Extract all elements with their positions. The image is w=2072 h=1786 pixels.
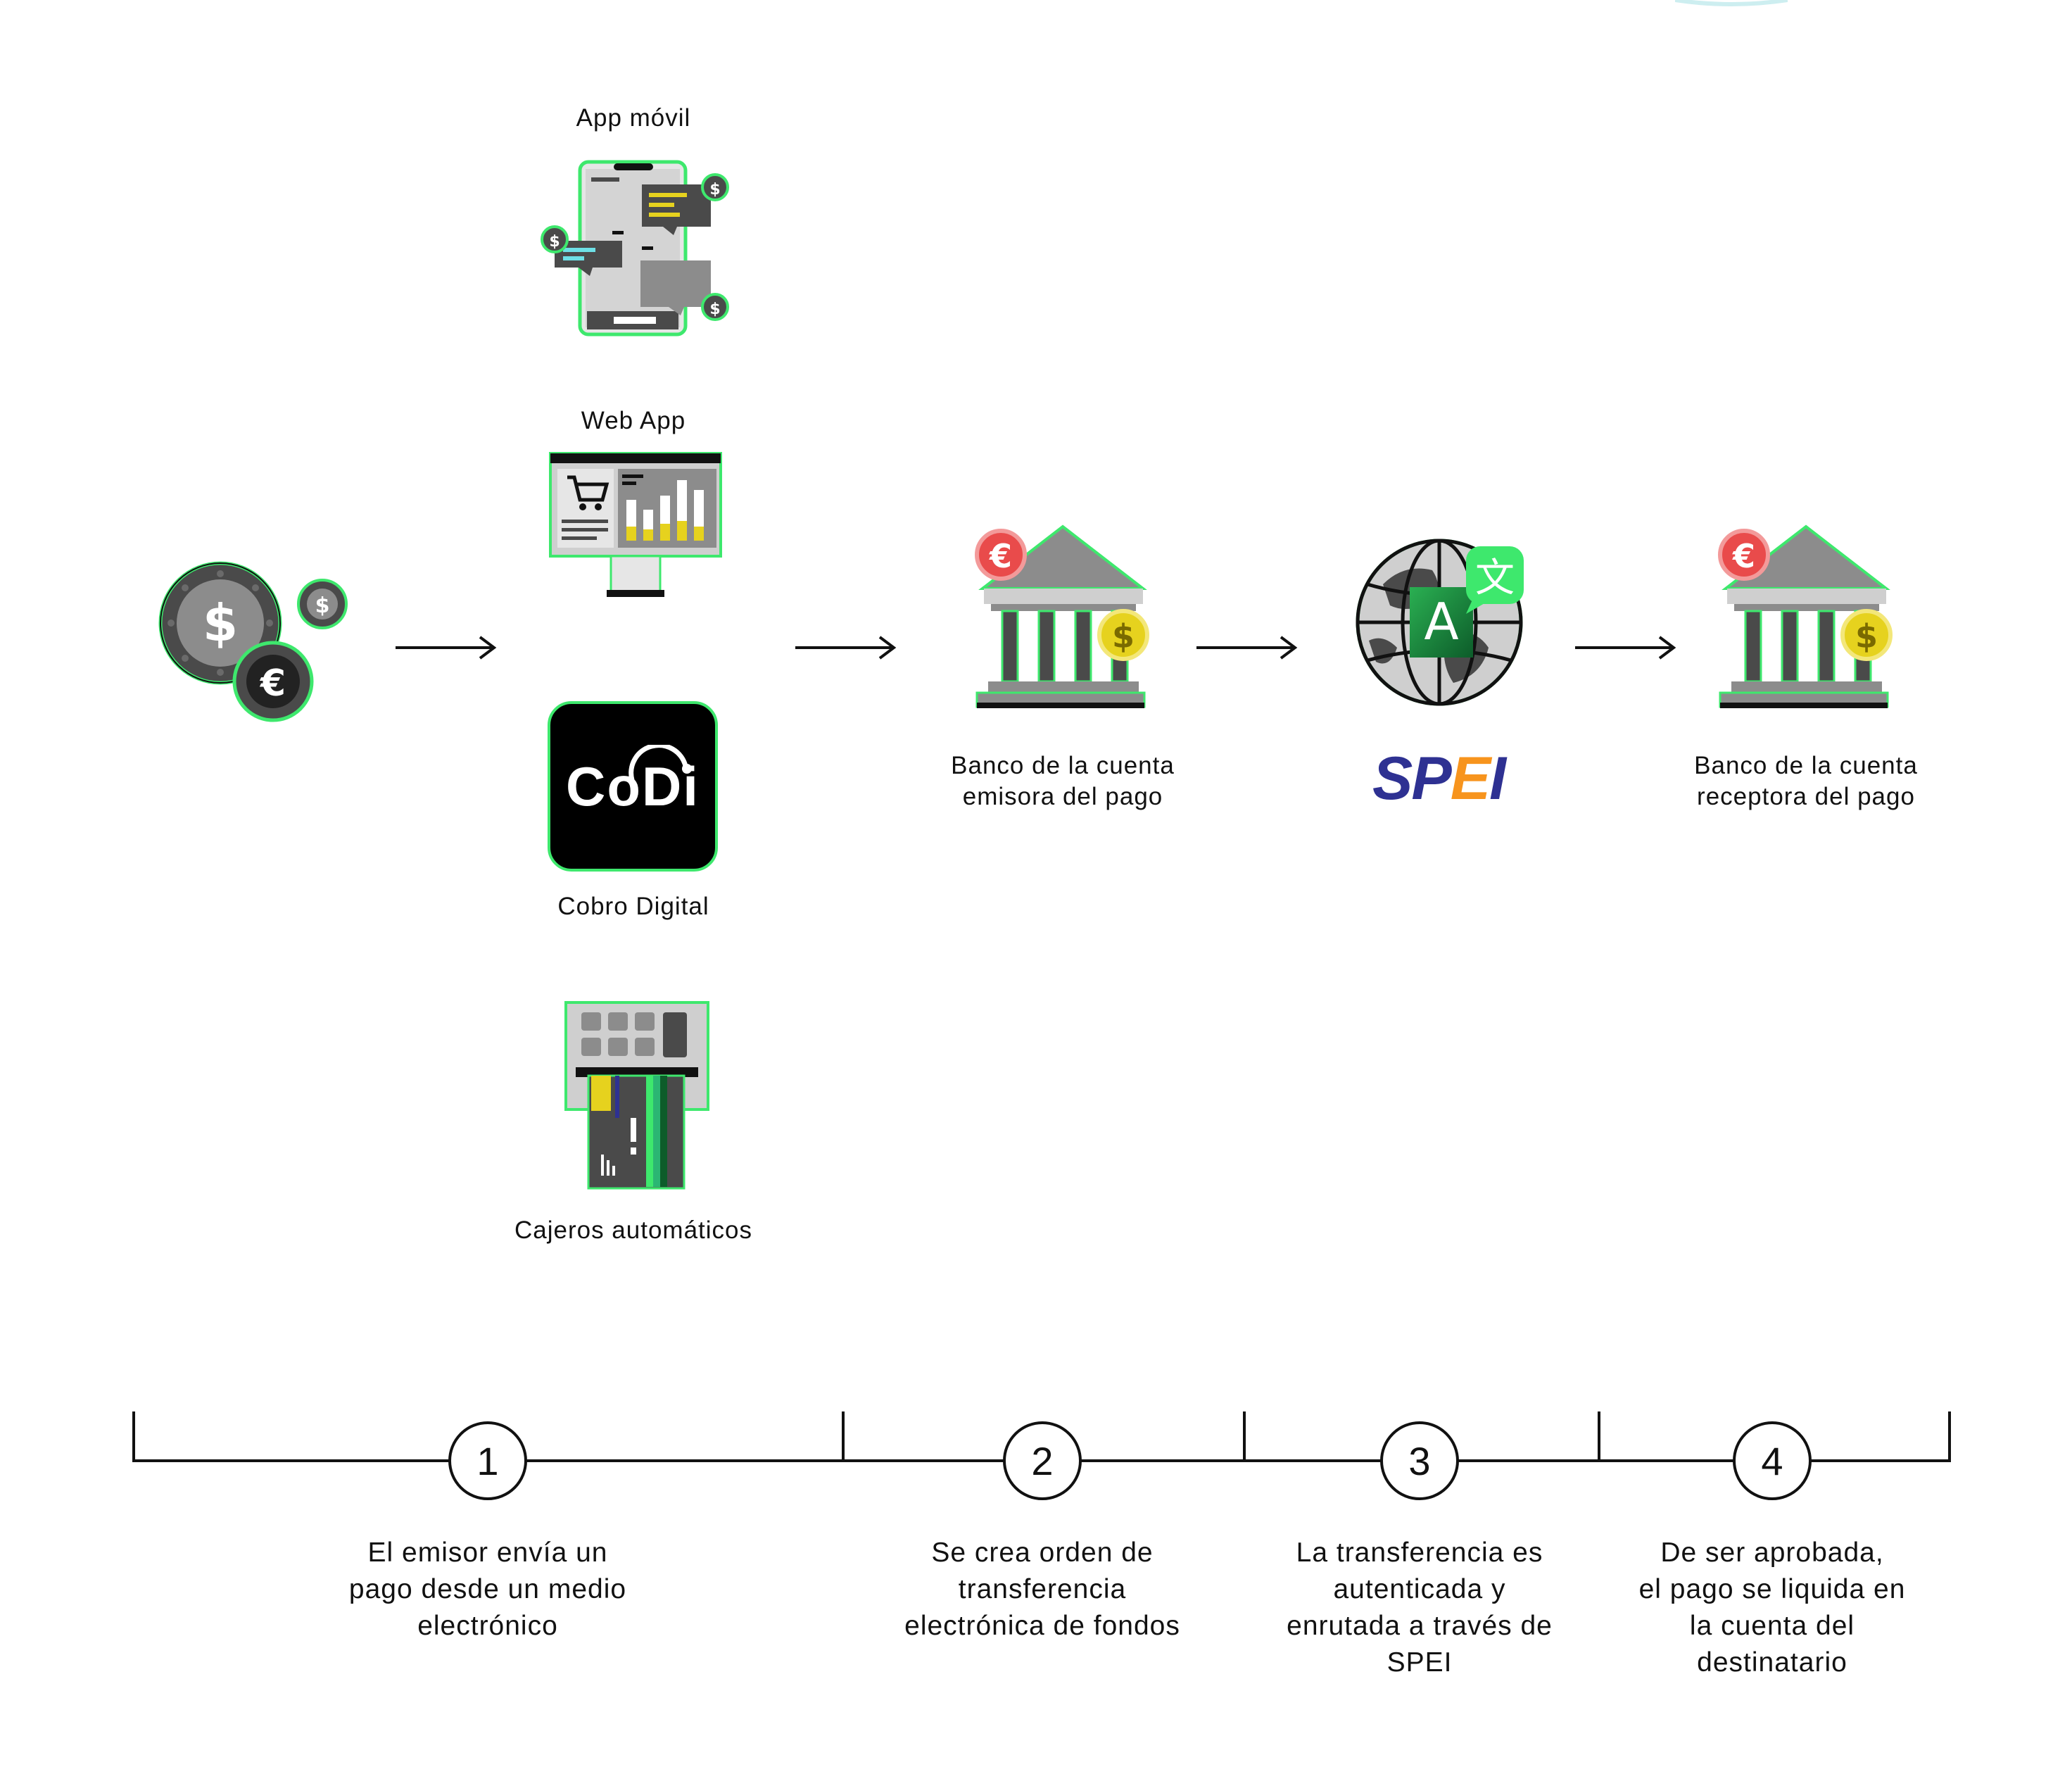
- svg-text:$: $: [1855, 617, 1878, 655]
- svg-text:$: $: [709, 181, 720, 199]
- step-4-line: el pago se liquida en: [1638, 1574, 1906, 1604]
- step-4-line: la cuenta del: [1689, 1611, 1855, 1641]
- step-4-line: destinatario: [1697, 1647, 1847, 1678]
- svg-text:文: 文: [1475, 555, 1515, 601]
- atm-icon: [564, 1001, 709, 1190]
- timeline-tick: [842, 1411, 845, 1462]
- spei-logo: SPEI: [1372, 744, 1506, 814]
- timeline-tick: [1243, 1411, 1246, 1462]
- arrow-4-icon: [1575, 636, 1676, 660]
- step-1-line: pago desde un medio: [348, 1574, 627, 1604]
- step-3-line: SPEI: [1386, 1647, 1453, 1678]
- svg-text:A: A: [1424, 592, 1458, 651]
- banco-emisor-line2: emisora del pago: [962, 783, 1163, 810]
- banco-emisor-label: Banco de la cuenta emisora del pago: [908, 750, 1218, 812]
- arrow-3-icon: [1196, 636, 1298, 660]
- codi-arc-icon: [628, 745, 692, 781]
- timeline-tick: [1948, 1411, 1951, 1462]
- step-2-line: electrónica de fondos: [904, 1611, 1180, 1641]
- spei-logo-i: I: [1489, 745, 1506, 812]
- step-2-description: Se crea orden de transferencia electróni…: [866, 1535, 1218, 1644]
- globe-translate-icon: A 文: [1356, 539, 1524, 706]
- step-4-number: 4: [1733, 1421, 1812, 1500]
- banco-emisor-line1: Banco de la cuenta: [951, 752, 1175, 779]
- decorative-arc: [1675, 0, 1788, 6]
- svg-text:$: $: [709, 301, 720, 318]
- step-4-line: De ser aprobada,: [1660, 1537, 1884, 1568]
- web-app-label: Web App: [581, 407, 686, 434]
- step-4-description: De ser aprobada, el pago se liquida en l…: [1596, 1535, 1948, 1681]
- step-2-line: transferencia: [958, 1574, 1127, 1604]
- coins-icon: $ $ €: [158, 561, 348, 722]
- spei-logo-sp: SP: [1372, 745, 1452, 812]
- arrow-1-icon: [396, 636, 497, 660]
- bank-icon: € $: [975, 524, 1149, 708]
- svg-text:€: €: [260, 662, 286, 705]
- bank-icon: € $: [1718, 524, 1893, 708]
- cobro-digital-label: Cobro Digital: [557, 893, 709, 920]
- step-3-number: 3: [1380, 1421, 1459, 1500]
- banco-receptor-label: Banco de la cuenta receptora del pago: [1651, 750, 1961, 812]
- step-1-line: electrónico: [417, 1611, 558, 1641]
- banco-receptor-line2: receptora del pago: [1697, 783, 1915, 810]
- spei-logo-e: E: [1450, 745, 1491, 812]
- banco-receptor-line1: Banco de la cuenta: [1694, 752, 1918, 779]
- step-3-line: enrutada a través de: [1287, 1611, 1553, 1641]
- step-1-number: 1: [448, 1421, 527, 1500]
- arrow-2-icon: [795, 636, 897, 660]
- codi-icon: CoDi: [548, 701, 718, 872]
- svg-text:€: €: [1732, 537, 1755, 575]
- svg-text:$: $: [549, 233, 560, 251]
- svg-text:$: $: [315, 593, 330, 618]
- svg-text:€: €: [989, 537, 1012, 575]
- svg-text:$: $: [1112, 617, 1135, 655]
- mobile-app-icon: $ $ $: [541, 160, 729, 337]
- web-app-icon: [549, 452, 722, 597]
- timeline-tick: [1598, 1411, 1600, 1462]
- step-1-line: El emisor envía un: [367, 1537, 608, 1568]
- timeline-tick: [132, 1411, 135, 1462]
- step-1-description: El emisor envía un pago desde un medio e…: [319, 1535, 657, 1644]
- step-2-number: 2: [1003, 1421, 1082, 1500]
- svg-text:$: $: [203, 593, 238, 653]
- step-3-line: La transferencia es: [1296, 1537, 1543, 1568]
- step-3-description: La transferencia es autenticada y enruta…: [1251, 1535, 1588, 1681]
- cajeros-label: Cajeros automáticos: [514, 1216, 753, 1244]
- step-2-line: Se crea orden de: [931, 1537, 1154, 1568]
- step-3-line: autenticada y: [1333, 1574, 1506, 1604]
- app-movil-label: App móvil: [576, 104, 691, 132]
